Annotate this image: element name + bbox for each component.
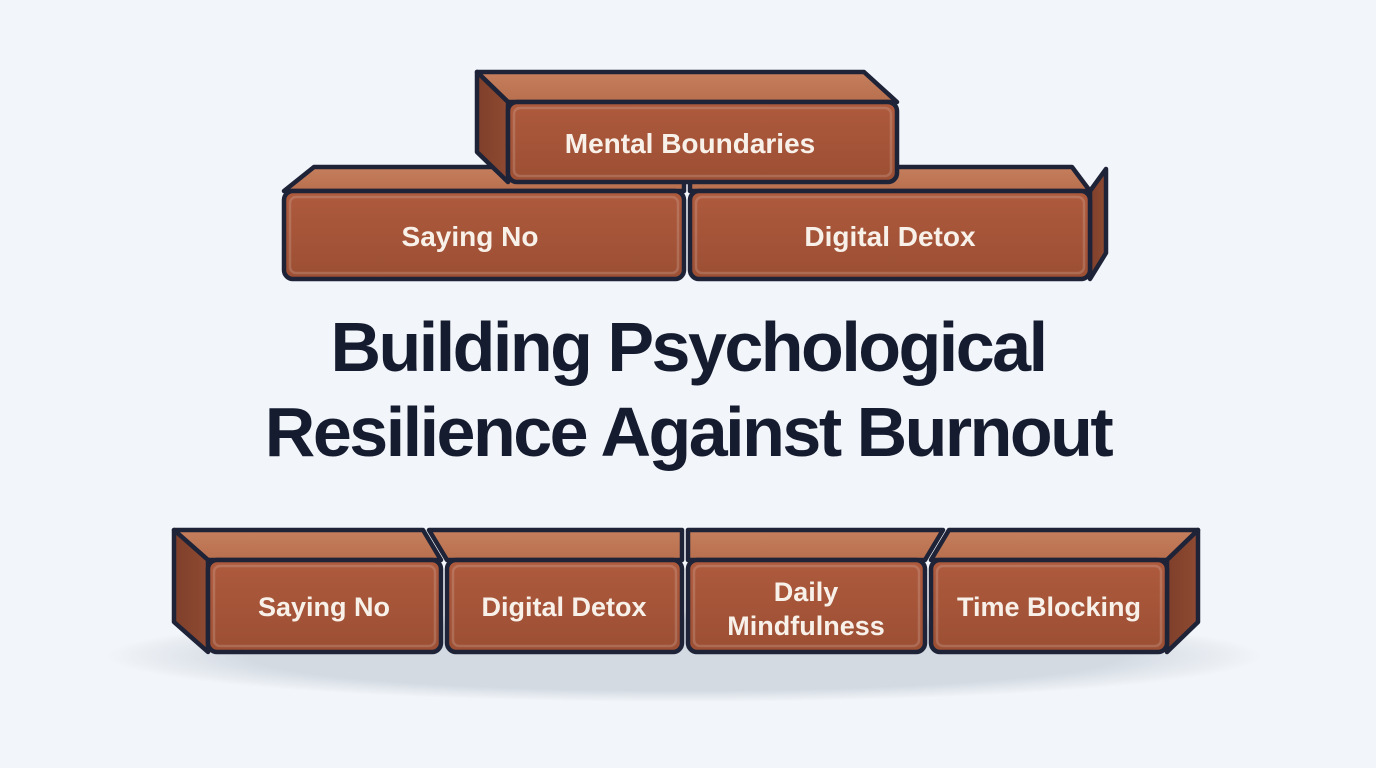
- brick-front-face: [205, 557, 444, 655]
- brick-highlight: [692, 564, 921, 648]
- brick-label: Time Blocking: [957, 592, 1141, 622]
- brick-label: Digital Detox: [481, 592, 646, 622]
- brick-top-face: [474, 69, 900, 105]
- brick-bottom-daily-mindfulness: Daily Mindfulness: [685, 527, 946, 655]
- page-title-line1: Building Psychological: [330, 308, 1045, 386]
- brick-label: Mental Boundaries: [565, 128, 815, 159]
- brick-top-face: [928, 527, 1201, 563]
- page-title-line2: Resilience Against Burnout: [265, 393, 1114, 471]
- brick-top-face: [171, 527, 444, 563]
- brick-highlight: [451, 564, 678, 648]
- brick-label: Saying No: [402, 221, 539, 252]
- brick-front-face: [505, 99, 900, 185]
- brick-bottom-time-blocking: Time Blocking: [928, 527, 1201, 655]
- brick-front-face: [685, 557, 928, 655]
- brick-top-face: [685, 527, 946, 563]
- brick-label: Saying No: [258, 592, 390, 622]
- brick-front-face: [281, 188, 687, 282]
- brick-front-face: [687, 188, 1093, 282]
- brick-bottom-saying-no: Saying No: [171, 527, 444, 655]
- brick-label-line2: Mindfulness: [727, 611, 885, 641]
- brick-top-face: [426, 527, 685, 563]
- brick-highlight: [935, 564, 1163, 648]
- brick-top-mental-boundaries: Mental Boundaries: [474, 69, 900, 185]
- brick-bottom-digital-detox: Digital Detox: [426, 527, 685, 655]
- brick-front-face: [444, 557, 685, 655]
- brick-highlight: [212, 564, 437, 648]
- brick-front-face: [928, 557, 1170, 655]
- brick-label: Digital Detox: [804, 221, 976, 252]
- brick-highlight: [694, 195, 1086, 275]
- brick-label-line1: Daily: [774, 577, 839, 607]
- brick-highlight: [288, 195, 680, 275]
- brick-highlight: [512, 106, 893, 178]
